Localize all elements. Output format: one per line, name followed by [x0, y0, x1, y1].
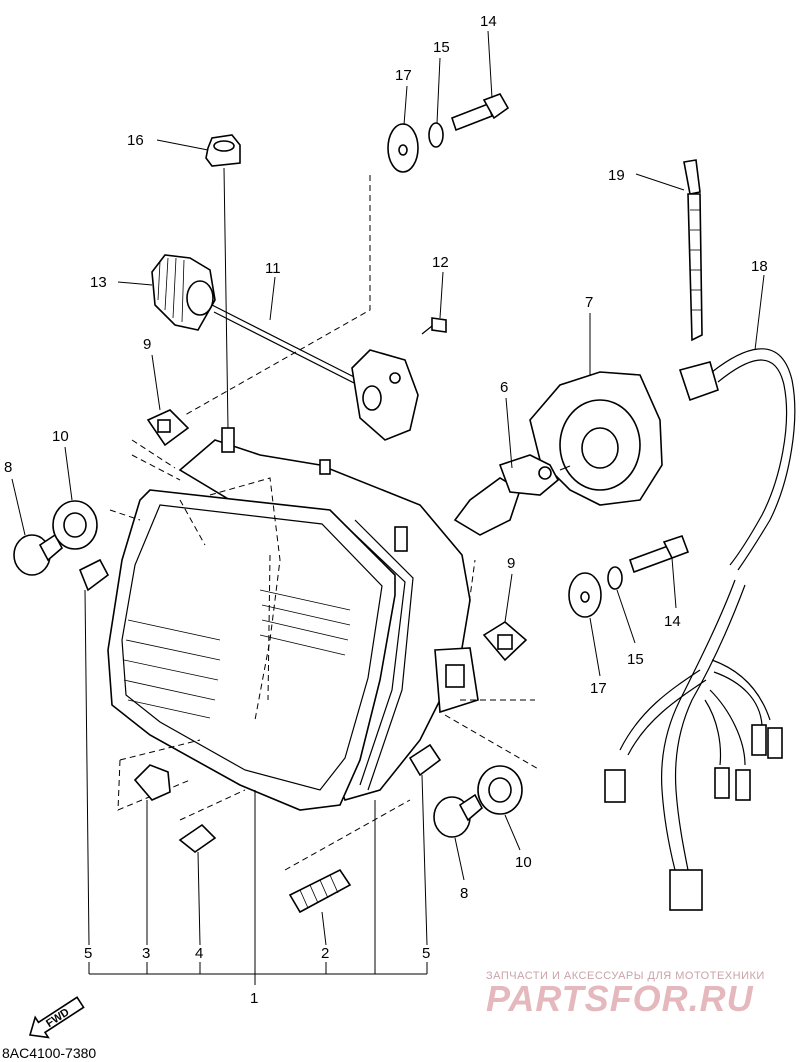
callout-7: 7 — [585, 294, 593, 311]
upper-fasteners — [387, 93, 510, 173]
callout-9-left: 9 — [143, 336, 151, 353]
fwd-arrow: FWD — [28, 996, 85, 1039]
callout-14-right: 14 — [664, 613, 681, 630]
callout-14-top: 14 — [480, 13, 497, 30]
part-13-adjust-knob — [151, 254, 216, 331]
callout-19: 19 — [608, 167, 625, 184]
part-16-cap — [205, 134, 241, 429]
callout-1: 1 — [250, 990, 258, 1007]
callout-16: 16 — [127, 132, 144, 149]
adjusters-bottom — [133, 764, 352, 914]
callout-8-left: 8 — [4, 459, 12, 476]
part-18-wire-harness — [678, 348, 796, 571]
callout-11: 11 — [265, 260, 281, 277]
callout-9-right: 9 — [507, 555, 515, 572]
callout-10-right: 10 — [515, 854, 532, 871]
watermark-subtitle: ЗАПЧАСТИ И АКСЕССУАРЫ ДЛЯ МОТОТЕХНИКИ — [486, 970, 765, 982]
callout-4: 4 — [195, 945, 203, 962]
part-19-cable-tie — [683, 159, 703, 342]
callout-15-top: 15 — [433, 39, 450, 56]
clips — [78, 558, 442, 777]
headlight-unit — [107, 427, 479, 811]
part-6-bulb — [453, 454, 571, 536]
lower-fasteners — [568, 534, 690, 618]
callout-18: 18 — [751, 258, 768, 275]
callout-15-right: 15 — [627, 651, 644, 668]
part-7-bulb-cover — [529, 371, 663, 506]
watermark-brand: PARTSFOR.RU — [486, 978, 754, 1019]
callout-5-right: 5 — [422, 945, 430, 962]
callout-17-top: 17 — [395, 67, 412, 84]
part-9-grommets — [146, 409, 528, 662]
left-grommets — [13, 500, 98, 576]
callout-8-right: 8 — [460, 885, 468, 902]
right-grommets — [433, 765, 523, 838]
callout-17-right: 17 — [590, 680, 607, 697]
callout-12: 12 — [432, 254, 449, 271]
callout-10-left: 10 — [52, 428, 69, 445]
callout-13: 13 — [90, 274, 107, 291]
leader-lines — [11, 30, 765, 985]
callouts: 14 15 17 16 19 12 11 18 13 7 9 6 10 8 9 … — [4, 13, 768, 1007]
callout-3: 3 — [142, 945, 150, 962]
part-12-screw — [421, 317, 447, 335]
sub-harness — [604, 579, 783, 911]
part-11-adjuster-rod — [211, 304, 419, 441]
callout-6: 6 — [500, 379, 508, 396]
reference-lines — [109, 175, 541, 871]
diagram-code: 8AC4100-7380 — [2, 1045, 97, 1061]
callout-2: 2 — [321, 945, 329, 962]
callout-5-left: 5 — [84, 945, 92, 962]
